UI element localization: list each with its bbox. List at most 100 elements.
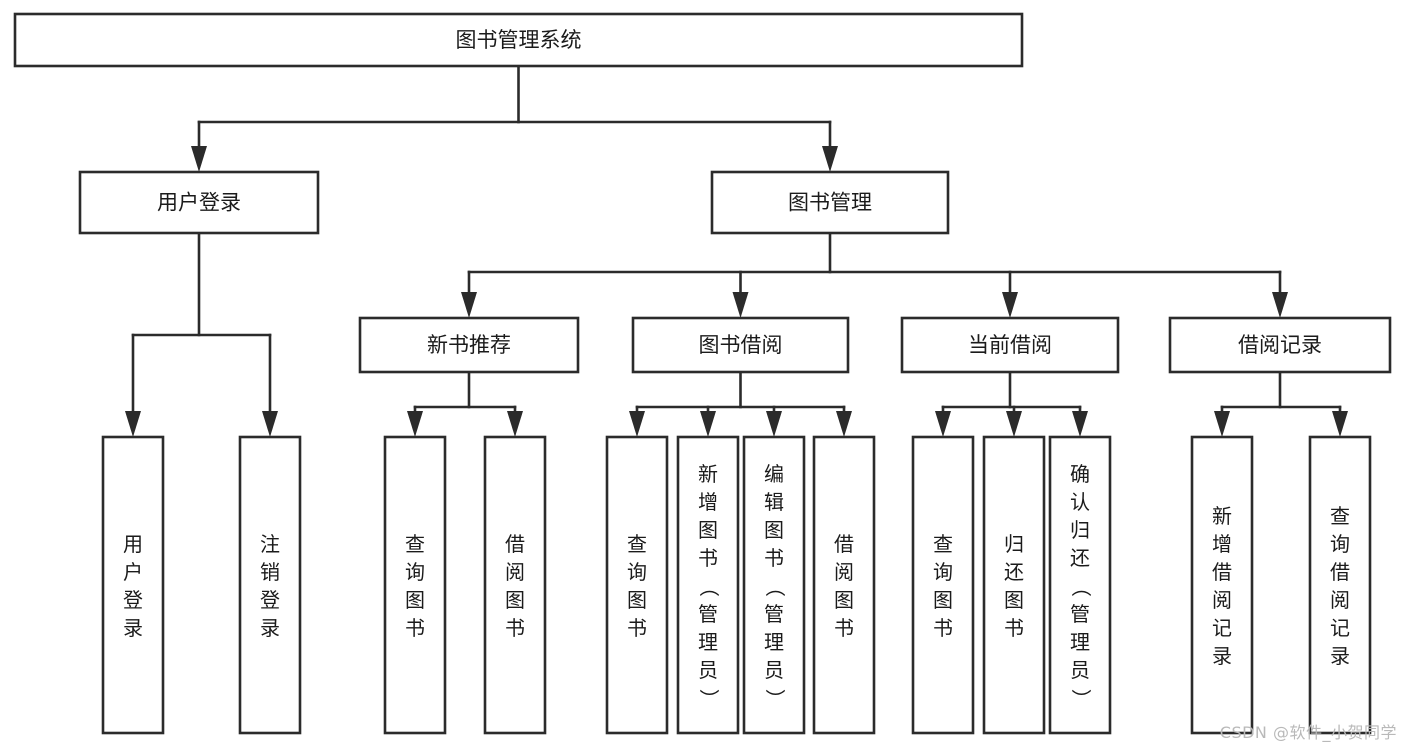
node-label-char: 书 bbox=[834, 616, 854, 640]
node-label-char: 录 bbox=[123, 616, 143, 640]
node-book-manage[interactable]: 图书管理 bbox=[710, 170, 950, 235]
node-label-char: 图 bbox=[698, 518, 718, 542]
node-label-char: 图 bbox=[834, 588, 854, 612]
node-label-char: 用 bbox=[123, 532, 143, 556]
node-label-char: 查 bbox=[1330, 504, 1350, 528]
connector-book-borrow bbox=[629, 370, 852, 437]
node-label-char: 登 bbox=[260, 588, 280, 612]
node-label-char: 登 bbox=[123, 588, 143, 612]
node-borrow-record[interactable]: 借阅记录 bbox=[1168, 316, 1392, 374]
node-label-char: 阅 bbox=[834, 560, 854, 584]
node-label-char: 书 bbox=[933, 616, 953, 640]
node-label-char: 归 bbox=[1070, 518, 1090, 542]
connector-root bbox=[191, 64, 838, 172]
node-label-char: 询 bbox=[1330, 532, 1350, 556]
node-label: 图书管理 bbox=[788, 191, 872, 215]
node-label-char: 户 bbox=[123, 560, 143, 584]
node-label-char: 借 bbox=[1212, 560, 1232, 584]
node-label-char: 编 bbox=[764, 462, 784, 486]
node-label-char: 还 bbox=[1070, 546, 1090, 570]
node-label-char: 增 bbox=[1212, 532, 1232, 556]
node-label-char: 书 bbox=[627, 616, 647, 640]
node-label-char: 记 bbox=[1330, 616, 1350, 640]
node-label-char: 阅 bbox=[505, 560, 525, 584]
node-label-char: 阅 bbox=[1330, 588, 1350, 612]
node-label-char: 询 bbox=[627, 560, 647, 584]
node-current-borrow[interactable]: 当前借阅 bbox=[900, 316, 1120, 374]
node-label-char: 管 bbox=[764, 602, 784, 626]
node-label-char: （ bbox=[763, 577, 787, 597]
node-label-char: 管 bbox=[698, 602, 718, 626]
node-label-char: 新 bbox=[1212, 504, 1232, 528]
node-user-login[interactable]: 用户登录 bbox=[78, 170, 320, 235]
connector-borrow-record bbox=[1214, 370, 1348, 437]
node-label-char: 认 bbox=[1070, 490, 1090, 514]
node-label-char: ） bbox=[697, 689, 721, 709]
node-label-char: 理 bbox=[698, 630, 718, 654]
node-label-char: 书 bbox=[764, 546, 784, 570]
node-label-char: 员 bbox=[698, 658, 718, 682]
node-label-char: ） bbox=[763, 689, 787, 709]
node-label-char: 理 bbox=[764, 630, 784, 654]
node-book-borrow[interactable]: 图书借阅 bbox=[631, 316, 850, 374]
node-root[interactable]: 图书管理系统 bbox=[13, 12, 1024, 68]
connector-book-manage bbox=[461, 231, 1288, 318]
node-label-char: 图 bbox=[405, 588, 425, 612]
node-label-char: 借 bbox=[834, 532, 854, 556]
node-new-book-rec[interactable]: 新书推荐 bbox=[358, 316, 580, 374]
node-label-char: 录 bbox=[1330, 644, 1350, 668]
node-label-char: 书 bbox=[405, 616, 425, 640]
node-label-char: （ bbox=[1069, 577, 1093, 597]
connector-new-book-rec bbox=[407, 370, 523, 437]
node-label-char: 图 bbox=[505, 588, 525, 612]
node-label-char: 询 bbox=[405, 560, 425, 584]
node-label-char: 图 bbox=[627, 588, 647, 612]
node-label-char: 确 bbox=[1070, 462, 1090, 486]
node-label-char: 图 bbox=[764, 518, 784, 542]
node-label: 借阅记录 bbox=[1238, 333, 1322, 357]
connector-user-login bbox=[125, 231, 278, 437]
node-label-char: 归 bbox=[1004, 532, 1024, 556]
node-label-char: 借 bbox=[505, 532, 525, 556]
node-label-char: 管 bbox=[1070, 602, 1090, 626]
node-label: 用户登录 bbox=[157, 191, 241, 215]
node-label-char: 辑 bbox=[764, 490, 784, 514]
node-leaf-user-login[interactable]: 用户登录 bbox=[101, 435, 165, 735]
node-label-char: 借 bbox=[1330, 560, 1350, 584]
node-label-char: 增 bbox=[698, 490, 718, 514]
node-label-char: 记 bbox=[1212, 616, 1232, 640]
node-label-char: 查 bbox=[405, 532, 425, 556]
node-label-char: 查 bbox=[627, 532, 647, 556]
node-label-char: 书 bbox=[1004, 616, 1024, 640]
node-label-char: 注 bbox=[260, 532, 280, 556]
node-label-char: 图 bbox=[933, 588, 953, 612]
node-label-char: 书 bbox=[505, 616, 525, 640]
connector-current-borrow bbox=[935, 370, 1088, 437]
node-label: 图书管理系统 bbox=[456, 28, 582, 52]
node-label-char: 录 bbox=[260, 616, 280, 640]
node-label-char: 还 bbox=[1004, 560, 1024, 584]
node-label-char: 录 bbox=[1212, 644, 1232, 668]
node-label-char: 员 bbox=[764, 658, 784, 682]
node-label-char: 询 bbox=[933, 560, 953, 584]
node-label-char: 图 bbox=[1004, 588, 1024, 612]
node-label: 新书推荐 bbox=[427, 333, 511, 357]
node-label: 图书借阅 bbox=[699, 333, 783, 357]
node-label-char: （ bbox=[697, 577, 721, 597]
node-label-char: 销 bbox=[260, 560, 280, 584]
node-label-char: 员 bbox=[1070, 658, 1090, 682]
